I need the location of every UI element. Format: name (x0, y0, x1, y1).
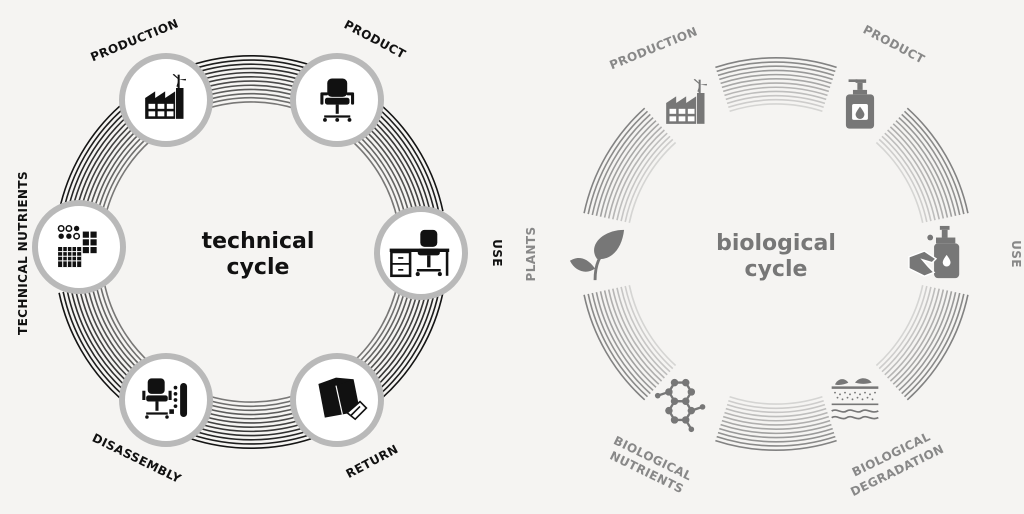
technical-label-use: USE (490, 239, 504, 267)
technical-label-product: PRODUCT (342, 17, 409, 61)
technical-node-production (119, 53, 213, 147)
biological-arc-bands (583, 57, 969, 451)
biological-cycle-title-line1: biological (716, 231, 836, 256)
soil-layers-icon (830, 377, 880, 420)
technical-node-disassembly (119, 353, 213, 447)
biological-label-plants: PLANTS (524, 227, 538, 282)
biological-label-use: USE (1009, 240, 1023, 268)
biological-label-product: PRODUCT (861, 22, 928, 66)
soap-bottle-icon (845, 79, 875, 129)
technical-cycle: technical cycle PRODUCTION PRODUCT USE (16, 16, 504, 486)
technical-node-return (290, 353, 384, 447)
biological-cycle: biological cycle PRODUCTION PRODUCT USE … (524, 22, 1023, 499)
biological-cycle-title-line2: cycle (745, 257, 808, 282)
technical-node-nutrients (32, 200, 126, 294)
technical-node-product (290, 53, 384, 147)
hand-soap-icon (908, 225, 960, 279)
leaf-icon (568, 228, 626, 282)
technical-node-use (374, 206, 468, 300)
technical-cycle-title-line1: technical (202, 229, 315, 254)
factory-icon (666, 78, 707, 124)
technical-cycle-title-line2: cycle (227, 255, 290, 280)
molecule-icon (654, 377, 707, 434)
technical-label-nutrients: TECHNICAL NUTRIENTS (16, 171, 30, 335)
biological-label-production: PRODUCTION (607, 24, 699, 72)
technical-label-return: RETURN (344, 442, 401, 481)
